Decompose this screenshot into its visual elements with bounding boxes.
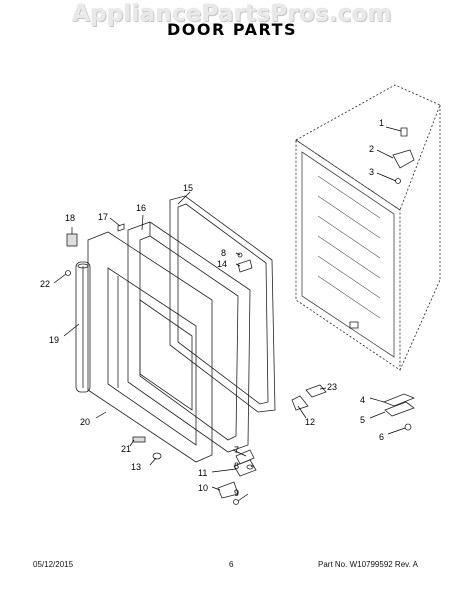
callout-18: 18 (65, 213, 75, 223)
small-parts (65, 127, 416, 505)
callout-16: 16 (136, 203, 146, 213)
door-handle (75, 261, 91, 393)
callout-11: 11 (198, 468, 207, 478)
callout-2: 2 (369, 144, 374, 154)
door-gasket (169, 195, 276, 413)
watermark: AppliancePartsPros.com (72, 1, 392, 27)
footer-page-number: 6 (229, 560, 234, 569)
callout-8a: 8 (221, 248, 226, 258)
callout-13: 13 (131, 462, 141, 472)
callout-4: 4 (360, 395, 365, 405)
callout-12: 12 (305, 417, 315, 427)
callout-7: 7 (234, 445, 239, 455)
callout-10: 10 (198, 483, 208, 493)
callout-6: 6 (379, 432, 384, 442)
callout-5: 5 (360, 415, 365, 425)
footer-part-number: Part No. W10799592 Rev. A (318, 560, 418, 569)
callout-14: 14 (217, 259, 227, 269)
callout-15: 15 (183, 183, 193, 193)
callout-9: 9 (234, 488, 239, 498)
callout-19: 19 (49, 335, 59, 345)
page-title: DOOR PARTS (166, 20, 298, 39)
callout-22: 22 (40, 279, 50, 289)
callout-23: 23 (327, 382, 337, 392)
cabinet (295, 84, 441, 371)
callout-1: 1 (379, 118, 384, 128)
callout-8b: 8 (234, 461, 239, 471)
callout-21: 21 (121, 444, 131, 454)
callout-labels: 1 2 3 4 5 6 7 8 9 10 11 12 13 14 15 16 1… (40, 118, 384, 498)
footer-date: 05/12/2015 (33, 560, 74, 569)
outer-door-frame (87, 231, 213, 463)
leader-lines (53, 126, 406, 502)
callout-17: 17 (98, 212, 108, 222)
callout-3: 3 (369, 167, 374, 177)
callout-20: 20 (80, 417, 90, 427)
inner-door-frame (127, 221, 251, 453)
